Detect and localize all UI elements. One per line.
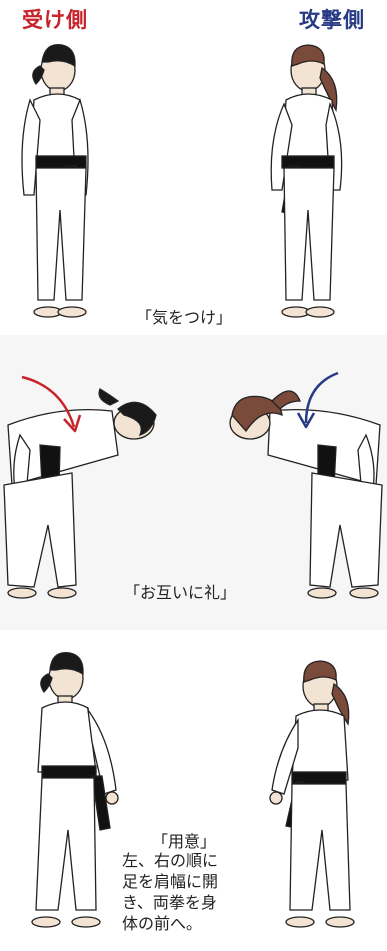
attacker-figure-standing (270, 44, 343, 318)
uke-figure-standing (21, 43, 89, 318)
bow-figures (3, 371, 383, 599)
step-attention-panel: 受け側 攻撃側 (0, 0, 387, 335)
bow-arrow-right-icon (296, 371, 339, 429)
step-ready-panel: 「用意」 左、右の順に 足を肩幅に開 き、両拳を身 体の前へ。 (0, 630, 387, 951)
bow-arrow-left-icon (21, 375, 82, 433)
uke-figure-ready (31, 651, 119, 928)
uke-figure-bowing (3, 388, 157, 599)
attention-figures (21, 43, 343, 318)
ready-description-line: 左、右の順に (122, 851, 219, 870)
ready-description-line: 足を肩幅に開 (122, 872, 219, 891)
attacker-side-label: 攻撃側 (299, 8, 365, 32)
step-bow-panel: 「お互いに礼」 (0, 335, 387, 630)
ready-description-line: き、両拳を身 (122, 893, 217, 912)
ready-description: 左、右の順に 足を肩幅に開 き、両拳を身 体の前へ。 (122, 850, 262, 934)
uke-side-label: 受け側 (22, 8, 88, 32)
ready-description-line: 体の前へ。 (122, 914, 203, 933)
attention-caption: 「気をつけ」 (136, 308, 233, 327)
ready-caption: 「用意」 (152, 832, 217, 851)
ready-figures (31, 651, 355, 928)
attacker-figure-bowing (229, 390, 383, 599)
attacker-figure-ready (269, 660, 355, 928)
bow-caption: 「お互いに礼」 (124, 583, 237, 602)
